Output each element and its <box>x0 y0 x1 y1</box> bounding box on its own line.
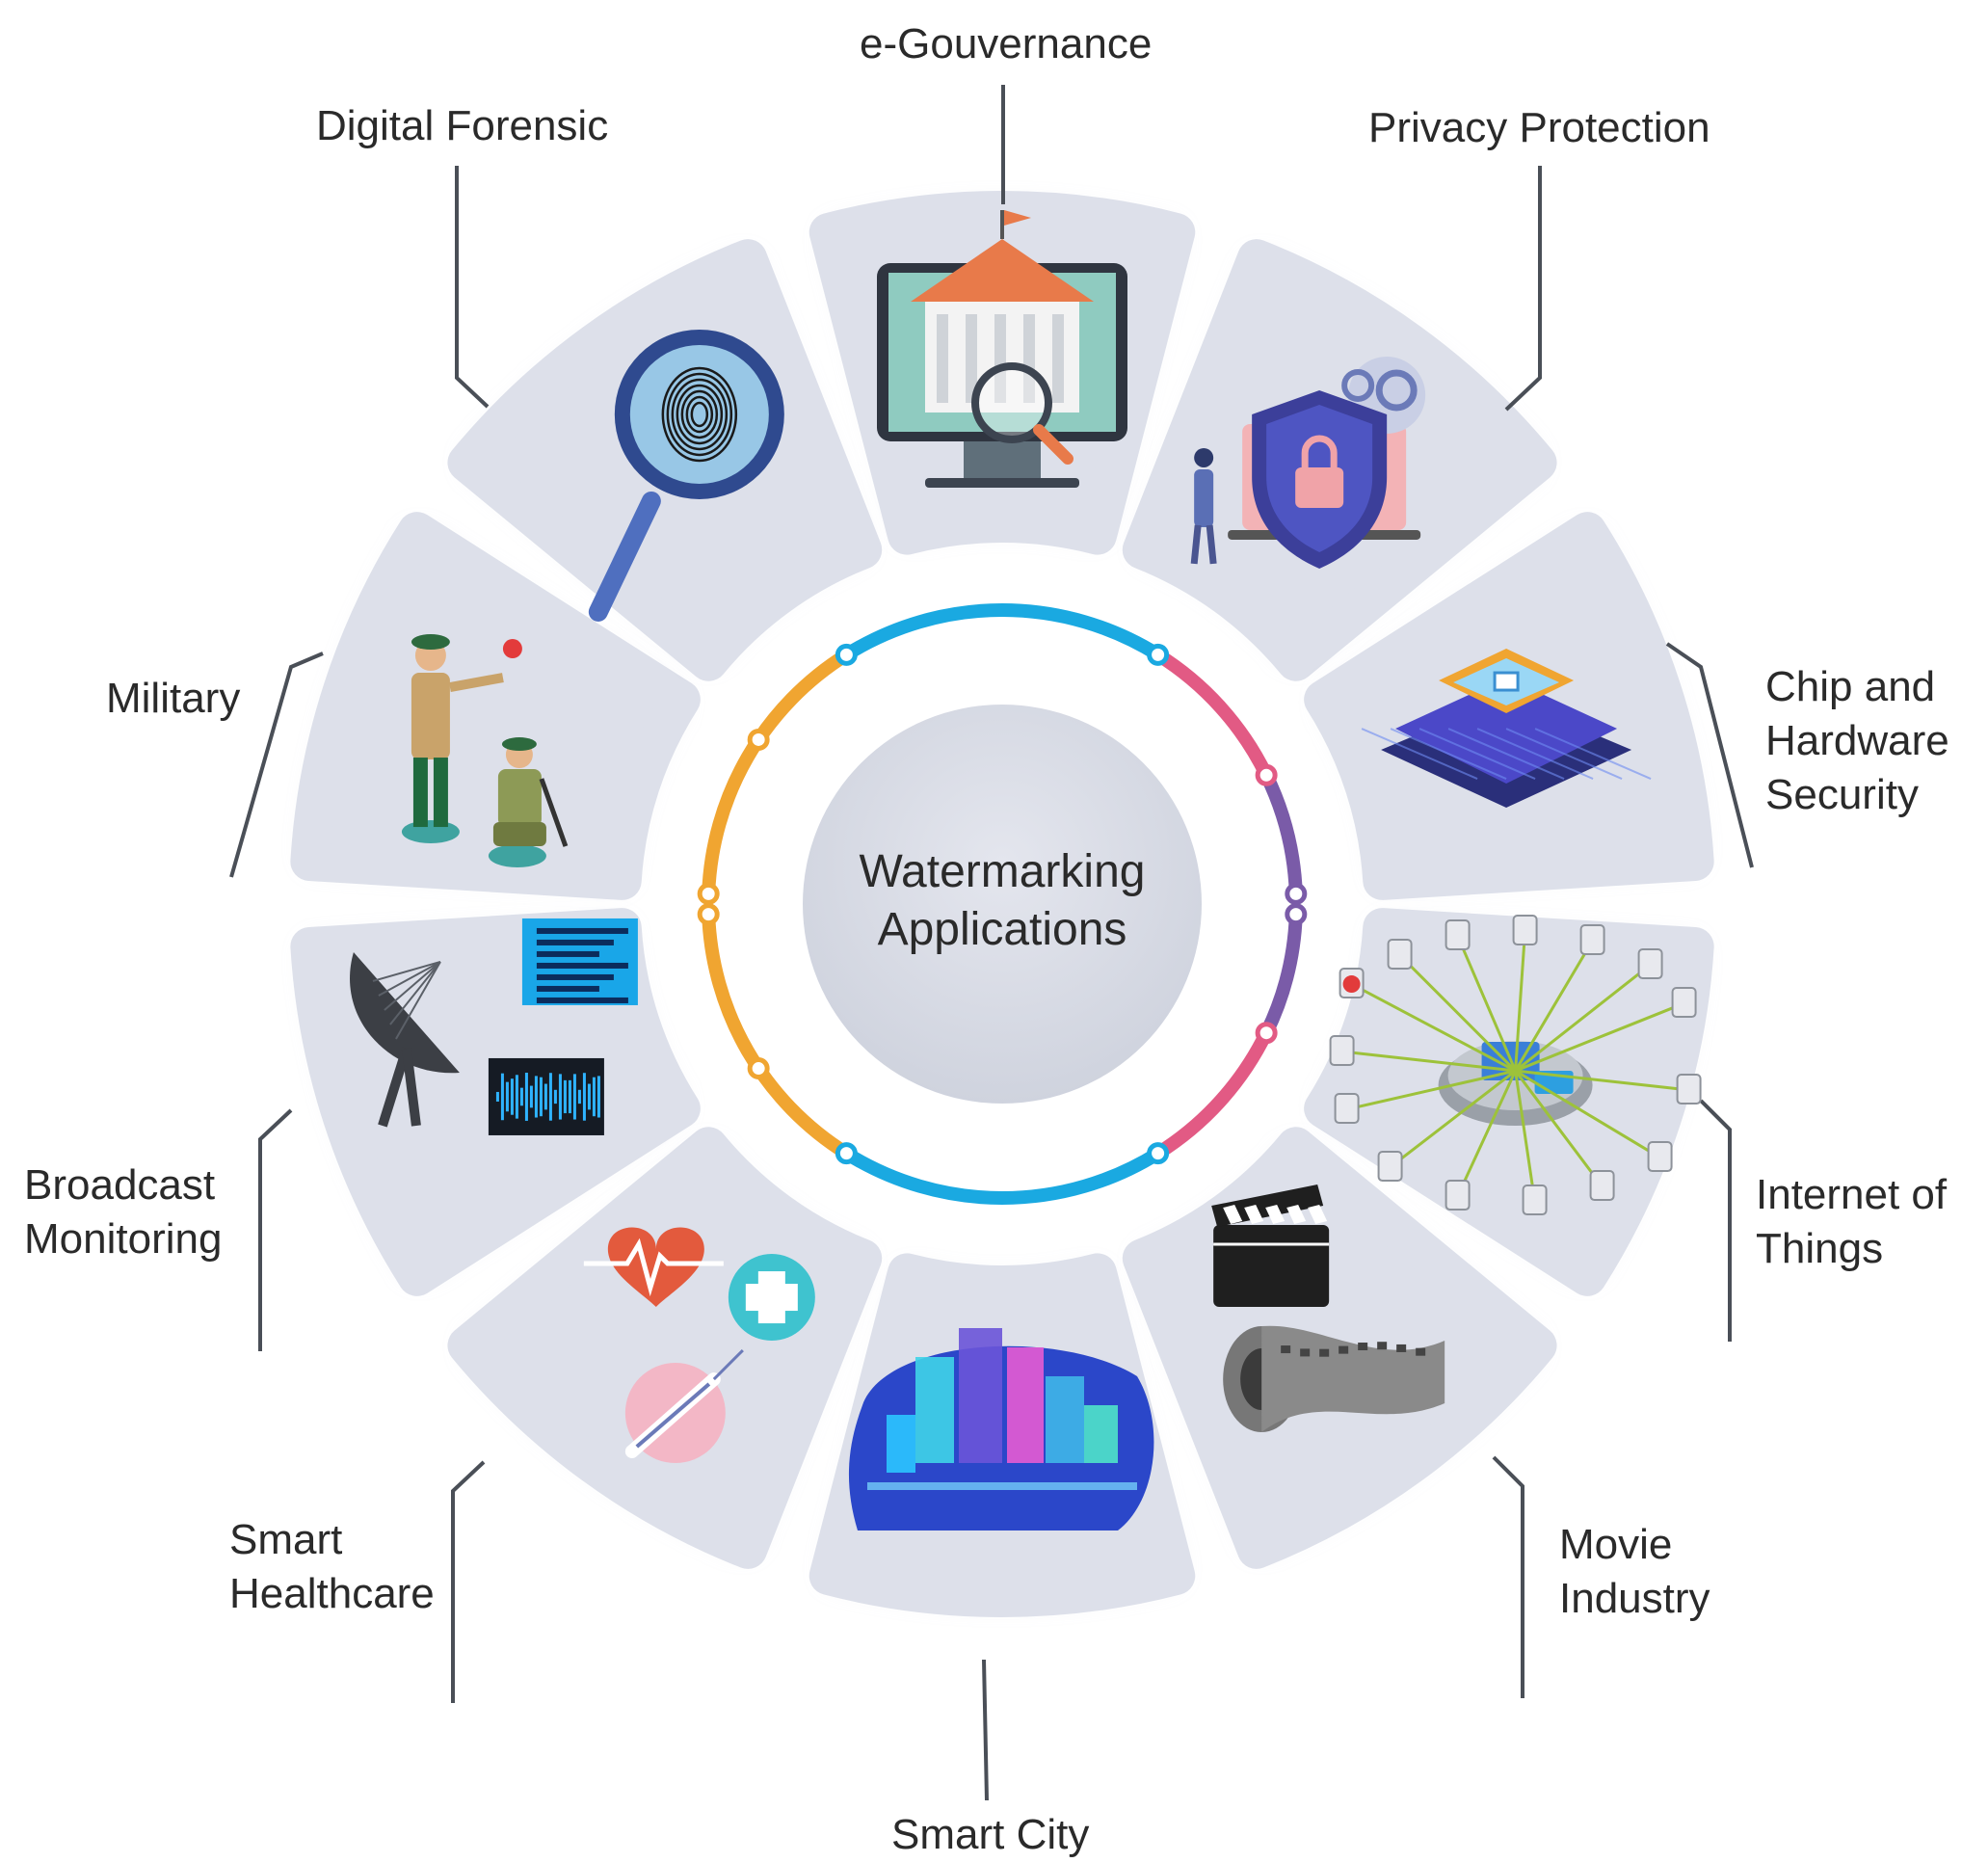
label-privacy-protection: Privacy Protection <box>1368 101 1710 155</box>
ring-node <box>697 882 720 905</box>
magnifier-fingerprint-icon <box>588 329 784 622</box>
government-building-icon <box>877 210 1127 488</box>
ring-node <box>1255 1022 1278 1045</box>
leader-line <box>1492 1455 1524 1698</box>
hub-label-line-2: Applications <box>877 904 1127 955</box>
microchip-icon <box>1361 649 1652 809</box>
healthcare-icon <box>583 1227 815 1464</box>
label-digital-forensic-line-1: Digital Forensic <box>316 102 609 149</box>
ring-arc <box>1151 648 1274 783</box>
leader-line <box>1665 642 1754 868</box>
satellite-dish-icon <box>350 918 638 1135</box>
label-chip-hardware-security-line-1: Chip and <box>1765 663 1936 710</box>
label-e-gouvernance: e-Gouvernance <box>860 17 1152 71</box>
label-privacy-protection-line-1: Privacy Protection <box>1368 104 1710 151</box>
tile-military <box>290 512 701 900</box>
label-e-gouvernance-line-1: e-Gouvernance <box>860 20 1153 67</box>
hub-label: Watermarking Applications <box>800 843 1205 959</box>
ring-node <box>747 1057 770 1080</box>
label-movie-industry-line-1: Movie <box>1559 1521 1673 1568</box>
leader-line <box>1504 166 1542 412</box>
ring-node <box>1255 763 1278 786</box>
ring-node <box>1285 903 1308 926</box>
ring-arc <box>702 648 854 901</box>
ring-arc <box>1259 768 1303 901</box>
hub-circle <box>803 705 1202 1104</box>
label-smart-city-line-1: Smart City <box>891 1811 1090 1858</box>
label-internet-of-things-line-1: Internet of <box>1756 1171 1948 1218</box>
label-military-line-1: Military <box>106 675 241 722</box>
tile-icons <box>350 210 1702 1530</box>
ring-node <box>747 728 770 751</box>
label-chip-hardware-security-line-2: Hardware <box>1765 717 1949 764</box>
label-internet-of-things: Internet of Things <box>1756 1168 1947 1276</box>
smart-city-icon <box>848 1328 1154 1530</box>
label-internet-of-things-line-2: Things <box>1756 1225 1884 1272</box>
ring-node <box>1285 882 1308 905</box>
center-ring <box>697 603 1308 1205</box>
label-chip-hardware-security-line-3: Security <box>1765 771 1919 818</box>
ring-node <box>697 903 720 926</box>
leader-line <box>982 1659 989 1801</box>
tile-smart-healthcare <box>447 1127 883 1569</box>
leader-line <box>258 1108 293 1351</box>
security-shield-lock-icon <box>1190 356 1426 569</box>
ring-node <box>835 1142 858 1165</box>
ring-arc <box>839 603 1165 662</box>
label-smart-healthcare-line-1: Smart <box>229 1516 343 1563</box>
leader-line <box>229 652 324 878</box>
label-smart-city: Smart City <box>891 1808 1089 1862</box>
soldiers-icon <box>401 634 569 868</box>
leader-line <box>455 166 490 409</box>
ring-node <box>1147 643 1170 666</box>
leader-line <box>451 1460 486 1703</box>
ring-node <box>1147 1142 1170 1165</box>
iot-network-icon <box>1329 915 1702 1216</box>
ring-arc <box>702 907 854 1160</box>
ring-node <box>835 643 858 666</box>
label-broadcast-monitoring-line-1: Broadcast <box>24 1161 216 1209</box>
hub-label-line-1: Watermarking <box>859 846 1146 897</box>
label-smart-healthcare-line-2: Healthcare <box>229 1570 435 1617</box>
ring-arc <box>1259 907 1303 1040</box>
leader-lines <box>229 85 1754 1801</box>
ring-arc <box>839 1146 1165 1205</box>
clapperboard-film-icon <box>1211 1184 1445 1433</box>
label-movie-industry-line-2: Industry <box>1559 1575 1710 1622</box>
leader-line <box>1699 1099 1732 1342</box>
ring-arc <box>1151 1025 1274 1160</box>
label-digital-forensic: Digital Forensic <box>316 99 608 153</box>
label-broadcast-monitoring-line-2: Monitoring <box>24 1215 223 1263</box>
label-military: Military <box>106 672 240 726</box>
